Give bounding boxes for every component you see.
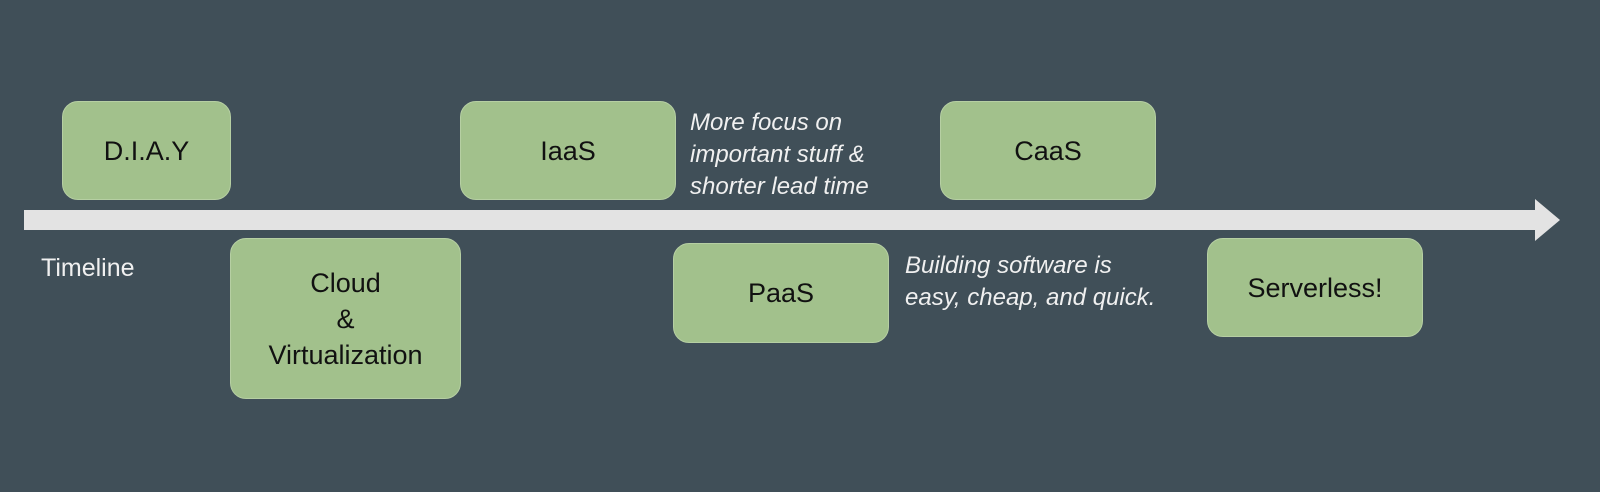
note-focus: More focus on important stuff & shorter … (690, 109, 869, 200)
stage-iaas: IaaS (460, 101, 676, 200)
note-building: Building software is easy, cheap, and qu… (905, 252, 1156, 311)
stage-caas: CaaS (940, 101, 1156, 200)
stage-diay: D.I.A.Y (62, 101, 231, 200)
stage-serverless: Serverless! (1207, 238, 1423, 337)
timeline-label: Timeline (41, 254, 135, 282)
stage-cloud-virtualization: Cloud & Virtualization (230, 238, 461, 399)
stage-paas: PaaS (673, 243, 889, 343)
